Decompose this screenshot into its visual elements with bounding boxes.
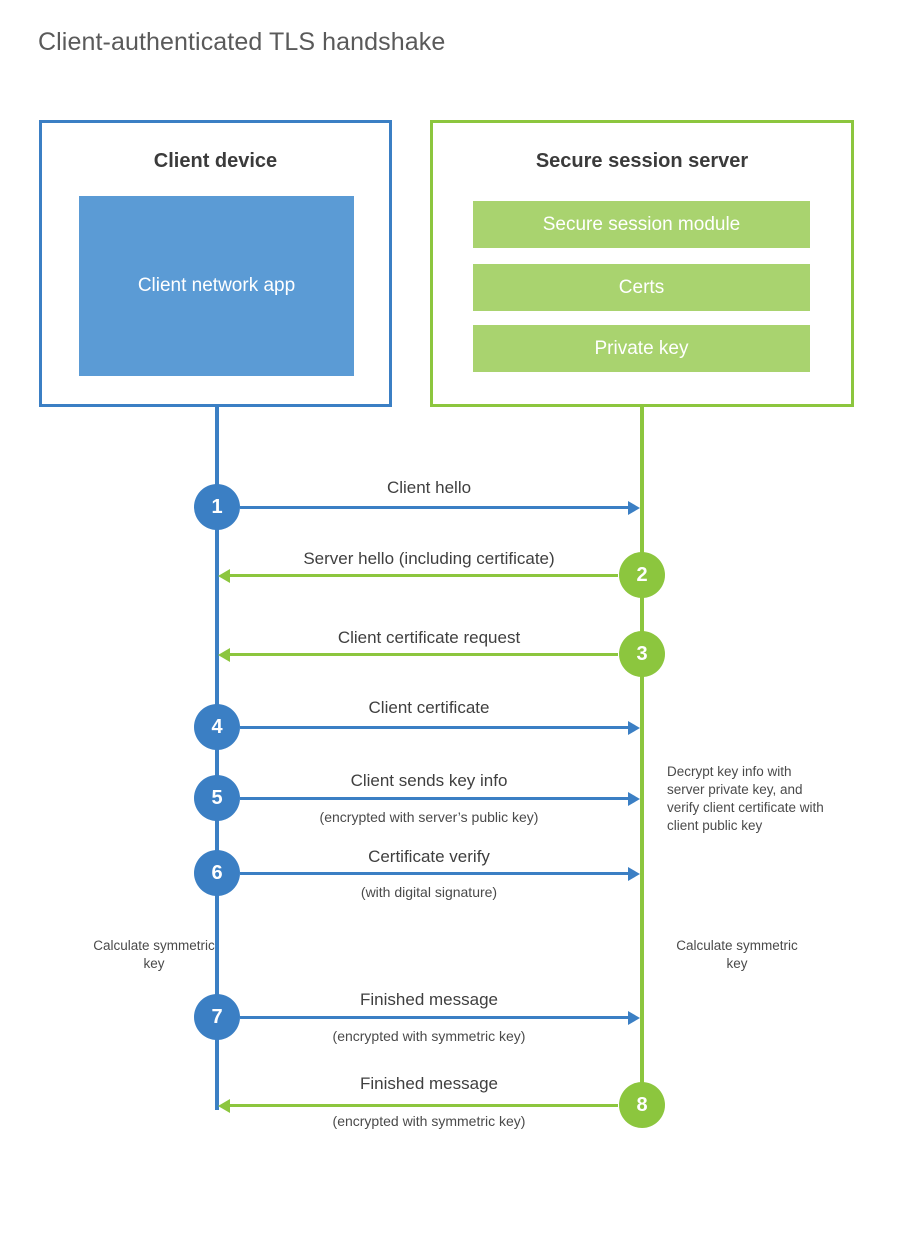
server-module-certs: Certs: [473, 264, 810, 311]
step-number: 7: [211, 1005, 223, 1028]
step-number: 2: [636, 563, 648, 586]
step-circle-8[interactable]: 8: [619, 1082, 665, 1128]
server-module-label: Private key: [594, 337, 689, 359]
step-circle-2[interactable]: 2: [619, 552, 665, 598]
message-label-2: Server hello (including certificate): [303, 549, 555, 568]
message-arrow-5: [240, 791, 640, 806]
page-title: Client-authenticated TLS handshake: [38, 28, 446, 56]
step-circle-5[interactable]: 5: [194, 775, 240, 821]
step-number: 6: [211, 861, 223, 884]
message-label-1: Client hello: [386, 478, 472, 497]
secure-session-server-box: Secure session server Secure session mod…: [430, 120, 854, 407]
client-device-title: Client device: [153, 150, 278, 172]
message-arrow-3: [218, 647, 618, 662]
step-number: 1: [211, 495, 223, 518]
message-arrow-6: [240, 866, 640, 881]
message-label-5: Client sends key info: [350, 771, 508, 790]
step-number: 3: [636, 642, 648, 665]
server-module-label: Certs: [618, 276, 665, 298]
server-module-label: Secure session module: [542, 213, 741, 235]
note-server-calculate-symmetric-key: Calculate symmetric key: [676, 938, 798, 971]
step-circle-4[interactable]: 4: [194, 704, 240, 750]
step-circle-7[interactable]: 7: [194, 994, 240, 1040]
client-device-box: Client device Client network app: [39, 120, 392, 407]
client-lifeline: [215, 406, 219, 1110]
message-arrow-8: [218, 1098, 618, 1113]
server-lifeline: [640, 406, 644, 1106]
message-sublabel-5: (encrypted with server’s public key): [319, 809, 539, 825]
message-arrow-7: [240, 1010, 640, 1025]
step-circle-1[interactable]: 1: [194, 484, 240, 530]
message-sublabel-8: (encrypted with symmetric key): [332, 1113, 526, 1129]
step-circle-6[interactable]: 6: [194, 850, 240, 896]
message-sublabel-7: (encrypted with symmetric key): [332, 1028, 526, 1044]
note-client-calculate-symmetric-key: Calculate symmetric key: [93, 938, 215, 971]
server-module-private-key: Private key: [473, 325, 810, 372]
message-label-3: Client certificate request: [337, 628, 521, 647]
client-network-app-block: Client network app: [79, 196, 354, 376]
message-label-8: Finished message: [360, 1074, 498, 1093]
message-arrow-1: [240, 500, 640, 515]
message-arrow-2: [218, 568, 618, 583]
step-number: 5: [211, 786, 223, 809]
message-sublabel-6: (with digital signature): [360, 884, 498, 900]
message-label-7: Finished message: [360, 990, 498, 1009]
step-number: 8: [636, 1093, 648, 1116]
secure-session-server-title: Secure session server: [535, 150, 749, 172]
step-number: 4: [211, 715, 223, 738]
client-network-app-label: Client network app: [137, 275, 296, 296]
server-module-secure-session-module: Secure session module: [473, 201, 810, 248]
message-arrow-4: [240, 720, 640, 735]
message-label-6: Certificate verify: [368, 847, 490, 866]
note-server-decrypt: Decrypt key info with server private key…: [667, 764, 824, 833]
step-circle-3[interactable]: 3: [619, 631, 665, 677]
message-label-4: Client certificate: [368, 698, 490, 717]
